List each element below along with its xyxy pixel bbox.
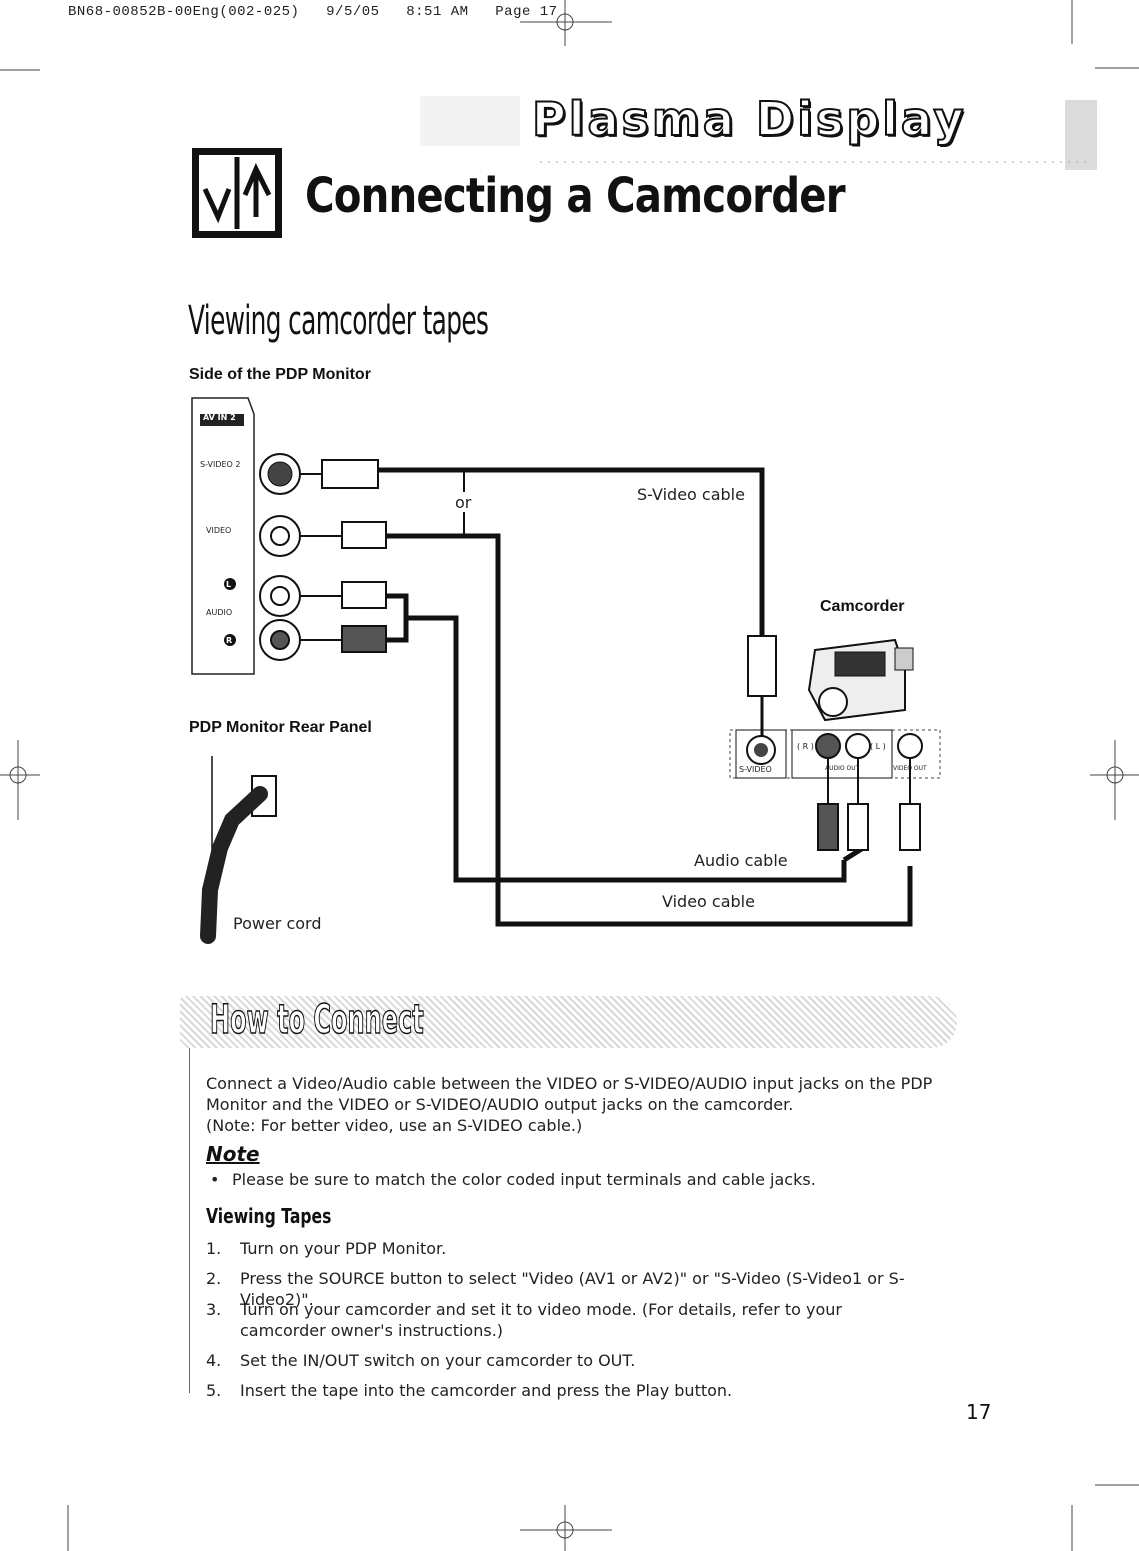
howto-paragraph: Connect a Video/Audio cable between the …	[206, 1074, 933, 1114]
cam-audio-out-label: AUDIO OUT	[825, 765, 860, 772]
viewing-tapes-title: Viewing Tapes	[206, 1204, 332, 1228]
step-text: Turn on your PDP Monitor.	[240, 1239, 447, 1258]
camcorder-icon	[807, 638, 914, 722]
svideo-jack-icon	[259, 453, 301, 495]
howto-rule	[189, 1048, 190, 1393]
banner-text: Plasma Display	[531, 91, 967, 147]
cam-r-label: ( R )	[797, 742, 814, 751]
print-header: BN68-00852B-00Eng(002-025) 9/5/05 8:51 A…	[68, 4, 558, 20]
side-caption: Side of the PDP Monitor	[189, 366, 371, 383]
step-text: Set the IN/OUT switch on your camcorder …	[240, 1351, 636, 1370]
step-text: Press the SOURCE button to select "Video…	[240, 1269, 905, 1309]
camcorder-label: Camcorder	[820, 598, 905, 615]
power-cord-icon	[200, 756, 277, 944]
panel-r-label: R	[226, 636, 233, 645]
svideo-cable-label: S-Video cable	[637, 485, 745, 504]
or-label: or	[455, 493, 472, 512]
video-cable-label: Video cable	[662, 892, 755, 911]
note-bullet-mark: •	[210, 1170, 220, 1189]
panel-svideo2-label: S-VIDEO 2	[200, 460, 241, 469]
step-number: 1.	[206, 1239, 222, 1258]
step-number: 4.	[206, 1351, 222, 1370]
panel-badge: AV IN 2	[203, 413, 236, 422]
cam-video-out-label: VIDEO OUT	[893, 765, 927, 772]
power-cord-label: Power cord	[233, 914, 322, 933]
connection-diagram	[191, 397, 941, 944]
rca-jack-icon	[259, 515, 301, 557]
note-title: Note	[206, 1142, 260, 1166]
rear-caption: PDP Monitor Rear Panel	[189, 719, 372, 736]
step-text: Insert the tape into the camcorder and p…	[240, 1381, 733, 1400]
howto-banner	[180, 996, 957, 1048]
page-number: 17	[966, 1400, 992, 1424]
step-number: 3.	[206, 1300, 222, 1319]
step-number: 5.	[206, 1381, 222, 1400]
panel-l-label: L	[226, 580, 232, 589]
step-number: 2.	[206, 1269, 222, 1288]
panel-video-label: VIDEO	[206, 526, 232, 535]
cam-svideo-label: S-VIDEO	[739, 765, 772, 774]
step-text: Turn on your camcorder and set it to vid…	[240, 1300, 842, 1340]
section-subtitle: Viewing camcorder tapes	[188, 298, 489, 344]
audio-cable-label: Audio cable	[694, 851, 788, 870]
panel-audio-label: AUDIO	[206, 608, 233, 617]
note-bullet: Please be sure to match the color coded …	[232, 1170, 816, 1189]
page-title: Connecting a Camcorder	[305, 168, 846, 224]
cam-l-label: ( L )	[870, 742, 886, 751]
howto-title: How to Connect	[210, 996, 425, 1044]
howto-note-paren: (Note: For better video, use an S-VIDEO …	[206, 1116, 583, 1135]
connect-logo-icon	[192, 148, 282, 238]
